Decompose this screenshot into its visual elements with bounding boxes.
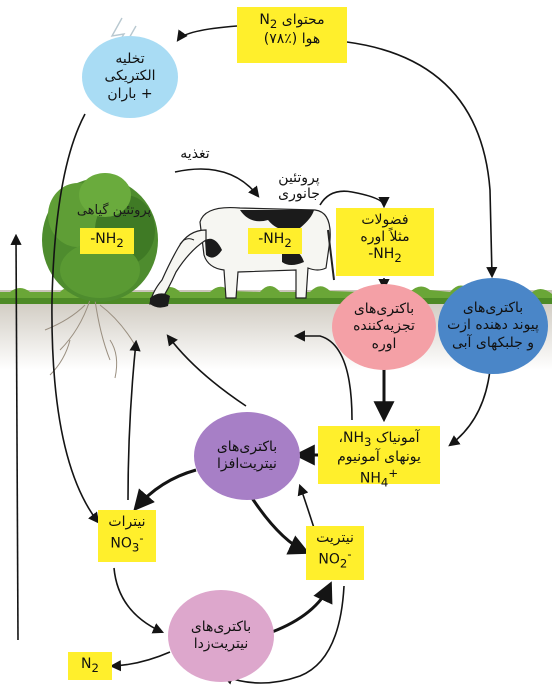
plant-protein-label: پروتئین گیاهی <box>76 203 152 218</box>
denitrifying-bacteria-circle: باکتری‌های نیتریت‌زدا <box>168 590 274 682</box>
nitrifying-bacteria-circle: باکتری‌های نیتریت‌افزا <box>194 412 300 500</box>
n2-formula: N2 <box>259 12 278 31</box>
atmosphere-n2-box: محتوای N2 هوا (٪۷۸) <box>237 7 347 63</box>
arrow-nitrate-to-denitrifiers <box>113 567 165 634</box>
atmosphere-line2: هوا (٪۷۸) <box>263 30 321 47</box>
electric-discharge-circle: تخلیه الکتریکی + باران <box>82 36 178 118</box>
arrow-nitrifiers-to-nitrite <box>250 497 310 555</box>
arrow-nitrite-to-denitrifiers <box>221 585 345 685</box>
electric-line3: + باران <box>107 85 153 102</box>
electric-line2: الکتریکی <box>104 68 156 85</box>
arrow-atm-to-fixers <box>346 41 498 279</box>
atmosphere-line1: محتوای N2 <box>259 12 325 31</box>
arrow-denitrifiers-to-n2 <box>109 651 171 672</box>
nitrate-box: نیترات NO3- <box>98 510 156 562</box>
arrow-nitrate-to-plants <box>127 339 141 501</box>
ammonium-box: آمونیاک NH3، یونهای آمونیوم NH4+ <box>318 426 440 489</box>
grass-base <box>0 298 552 304</box>
n2-output-box: N2 <box>68 652 112 680</box>
arrow-atm-to-electric <box>176 25 238 42</box>
nitrogen-fixers-circle: باکتری‌های پیوند دهنده ازت و جلبکهای آبی <box>438 278 548 374</box>
arrow-denitrifiers-to-nitrite <box>271 581 333 634</box>
arrow-ammonium-to-plants <box>293 330 353 421</box>
animal-protein-nh2-box: -NH2 <box>248 228 302 254</box>
arrow-nitrifiers-to-plants <box>166 334 247 407</box>
feeding-label: تغذیه <box>180 146 210 162</box>
animal-protein-label: پروتئین جانوری <box>278 170 320 203</box>
nitrite-box: نیتریت NO2- <box>306 526 364 580</box>
arrow-electric-to-nitrate <box>51 113 100 524</box>
arrow-fixers-to-ammonium <box>448 369 491 447</box>
waste-box: فضولات مثلاً اوره -NH2 <box>336 208 434 276</box>
urea-decomposers-circle: باکتری‌های تجزیه‌کننده اوره <box>332 284 436 370</box>
arrow-nitrite-to-nitrifiers <box>297 483 315 529</box>
electric-line1: تخلیه <box>115 50 145 67</box>
arrow-feeding <box>174 168 260 198</box>
arrow-n2-to-atmosphere <box>10 233 22 641</box>
arrow-nitrifiers-to-nitrate <box>133 468 197 512</box>
arrow-animal-to-waste <box>319 190 390 209</box>
cow-illustration <box>149 206 335 308</box>
plant-protein-nh2-box: -NH2 <box>80 228 134 254</box>
